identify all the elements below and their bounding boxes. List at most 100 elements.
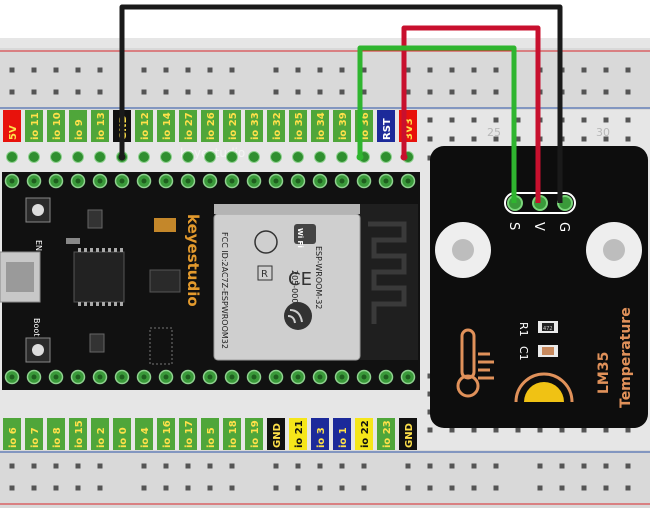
top-label-bg [135,110,153,142]
top-pin-label: io 25 [228,112,239,140]
mount-hole-right-inner [603,239,625,261]
rail-hole [581,485,587,491]
bottom-header-pin-hole [317,374,323,380]
chip-lead [114,302,117,306]
lm35-chip [524,382,564,402]
module-model-text: ESP-WROOM-32 [314,246,323,309]
bottom-header-pin-hole [97,374,103,380]
chip-lead [96,302,99,306]
breadboard-pin-socket [72,151,84,163]
rail-hole [625,67,631,73]
rail-hole [97,89,103,95]
breadboard-pin-socket [270,151,282,163]
top-pin-label: io 27 [184,112,195,140]
rail-hole [603,89,609,95]
top-pin-label: RST [382,118,393,140]
capacitor [154,218,176,232]
top-pin-label: io 11 [30,112,41,140]
rail-hole [31,89,37,95]
breadboard-pin-socket [138,151,150,163]
transistor-2 [89,333,105,353]
top-pin-label: io 33 [250,112,261,140]
rail-hole [75,463,81,469]
top-header-pin-hole [163,178,169,184]
bottom-label-bg [245,418,263,450]
espressif-logo [284,302,312,330]
rail-hole [581,463,587,469]
rail-hole [163,89,169,95]
bottom-header-pin-hole [31,374,37,380]
rail-hole [53,67,59,73]
rail-hole [625,89,631,95]
bottom-label-bg [91,418,109,450]
bottom-pin-label: io 3 [316,427,327,448]
bottom-pin-label: io 22 [360,420,371,448]
rail-hole [295,89,301,95]
grid-hole [537,427,543,433]
top-header-pin-hole [75,178,81,184]
chip-lead [114,248,117,252]
smd-array [149,327,173,365]
top-pin-label: io 26 [206,112,217,140]
rail-hole [97,485,103,491]
rail-hole [317,67,323,73]
boot-label: Boot [32,318,41,336]
top-header-pin-hole [31,178,37,184]
chip-lead [102,302,105,306]
top-label-bg [333,110,351,142]
r-mark: R [261,269,268,280]
bottom-header-pin-hole [9,374,15,380]
esp32-top-header [4,151,416,189]
sensor-name-line2: Temperature [618,307,634,408]
en-button-cap [32,204,44,216]
sensor-pcb [430,146,648,428]
grid-hole [449,427,455,433]
rail-hole [405,67,411,73]
bottom-header-pin-hole [119,374,125,380]
rail-hole [53,485,59,491]
rail-hole [31,485,37,491]
bottom-pin-label: io 7 [30,427,41,448]
top-pin-label: io 36 [360,112,371,140]
rail-hole [75,67,81,73]
esp32-board: EN Boot keyestudio FCC ID:2AC7Z-ESPWROOM… [0,151,420,390]
rail-hole [229,67,235,73]
boot-button-cap [32,344,44,356]
rail-hole [405,463,411,469]
rail-hole [559,463,565,469]
sensor-pin-g-label: G [556,222,571,232]
grid-hole [515,427,521,433]
wires [118,4,563,203]
top-label-bg [157,110,175,142]
bottom-pin-label: io 0 [118,427,129,448]
top-header-pin-hole [339,178,345,184]
rail-hole [273,463,279,469]
grid-hole [493,117,499,123]
bottom-label-bg [157,418,175,450]
bottom-header-pin-hole [361,374,367,380]
bottom-header-pin-hole [75,374,81,380]
wifi-logo-box [294,224,316,244]
bottom-pin-label: io 17 [184,420,195,448]
bottom-header-pin-hole [383,374,389,380]
rail-hole [9,463,15,469]
rail-hole [493,463,499,469]
breadboard-pin-socket [160,151,172,163]
breadboard-pin-socket [248,151,260,163]
top-header-pin-hole [97,178,103,184]
chip-lead [84,302,87,306]
thermometer-icon [456,328,494,398]
bottom-pin-label: io 23 [382,420,393,448]
rail-hole [625,463,631,469]
rail-hole [295,463,301,469]
top-label-bg [91,110,109,142]
ce-mark: CE [288,269,312,290]
chip-lead [78,248,81,252]
bottom-header-pin-hole [339,374,345,380]
bottom-pin-label: io 21 [294,420,305,448]
rail-hole [471,485,477,491]
top-pin-label: io 34 [316,112,327,140]
grid-hole [603,427,609,433]
grid-hole [471,136,477,142]
